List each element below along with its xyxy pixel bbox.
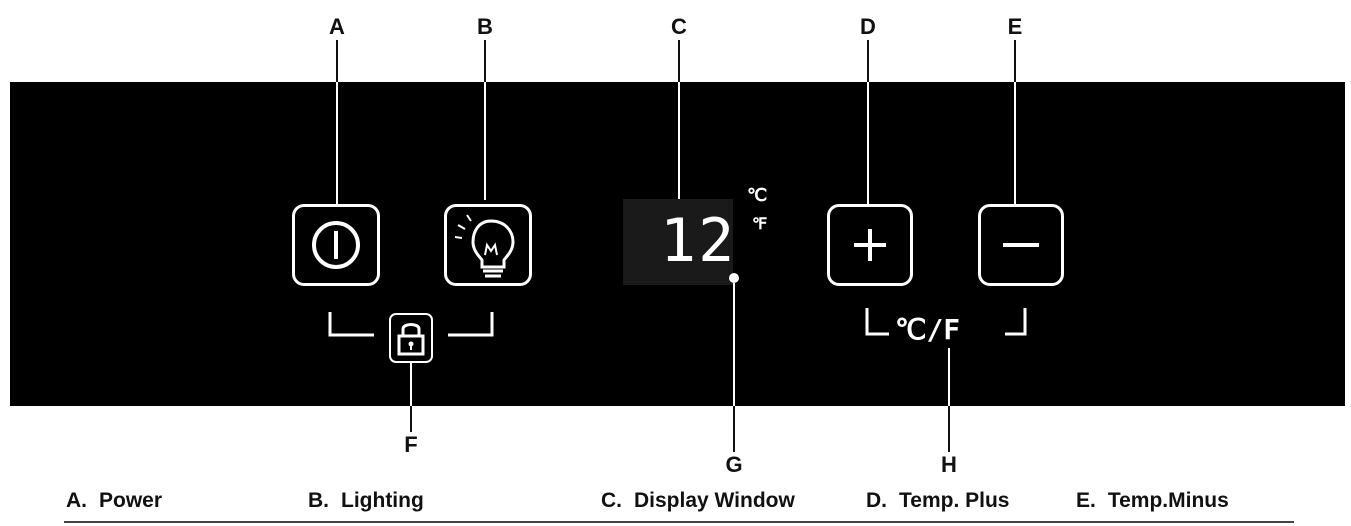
- display-window: [623, 199, 733, 285]
- lock-bracket: [328, 312, 494, 337]
- leader-d: [867, 82, 869, 204]
- plus-icon: [854, 229, 886, 261]
- unit-fahrenheit: ℉: [752, 214, 768, 233]
- leader-g-bottom: [733, 406, 735, 452]
- leader-h-bottom: [948, 406, 950, 452]
- temp-plus-button[interactable]: [827, 204, 913, 286]
- callout-e: E: [1007, 14, 1023, 39]
- leader-a-top: [336, 40, 338, 82]
- light-bulb-icon: [454, 214, 515, 278]
- lock-button[interactable]: [389, 313, 433, 363]
- leader-c-top: [678, 40, 680, 82]
- callout-h: H: [941, 452, 957, 477]
- leader-f: [410, 363, 412, 406]
- leader-e-top: [1014, 40, 1016, 82]
- display-indicator-dot: [729, 273, 739, 283]
- leader-d-top: [867, 40, 869, 82]
- callout-b: B: [477, 14, 493, 39]
- leader-b: [484, 82, 486, 200]
- lock-icon: [397, 323, 425, 356]
- legend-item-display-window: C.Display Window: [601, 489, 795, 512]
- legend-item-temp-plus: D.Temp. Plus: [866, 489, 1010, 512]
- callout-g: G: [725, 452, 743, 477]
- power-button[interactable]: [292, 204, 380, 286]
- temperature-display: 12: [660, 206, 737, 276]
- leader-h: [948, 348, 950, 406]
- unit-toggle-label[interactable]: ℃/F: [895, 313, 961, 346]
- callout-c: C: [671, 14, 687, 39]
- legend-item-lighting: B.Lighting: [308, 489, 424, 512]
- temp-minus-button[interactable]: [978, 204, 1064, 286]
- power-icon: [312, 221, 360, 269]
- lighting-button[interactable]: [444, 204, 532, 286]
- leader-g: [733, 283, 735, 406]
- leader-f-bottom: [410, 406, 412, 432]
- unit-celsius: ℃: [747, 185, 768, 206]
- callout-a: A: [329, 14, 345, 39]
- leader-b-top: [484, 40, 486, 82]
- legend-item-temp-minus: E.Temp.Minus: [1076, 489, 1229, 512]
- leader-c: [678, 82, 680, 202]
- legend-item-power: A.Power: [66, 489, 163, 512]
- leader-a: [336, 82, 338, 204]
- unit-toggle-bracket: [865, 308, 1027, 336]
- callout-d: D: [860, 14, 876, 39]
- legend-underline: [64, 521, 1294, 523]
- callout-f: F: [404, 432, 418, 457]
- leader-e: [1014, 82, 1016, 204]
- minus-icon: [1003, 243, 1039, 247]
